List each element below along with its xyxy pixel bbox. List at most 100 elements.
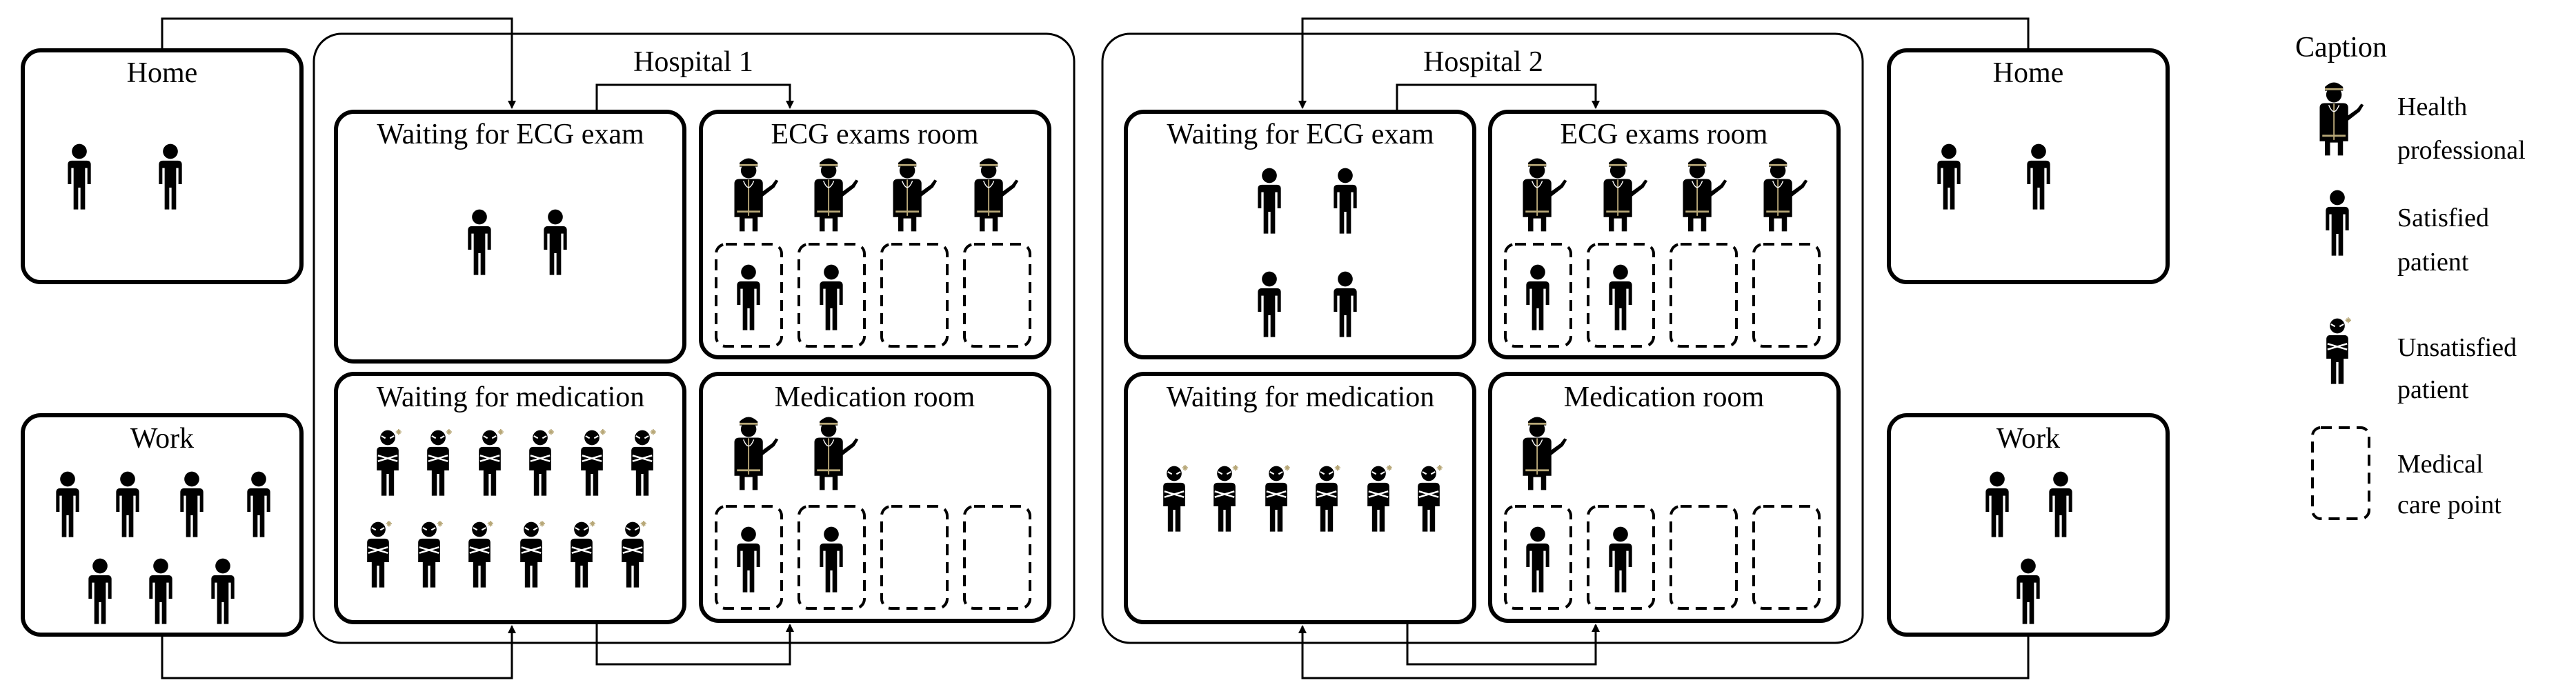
satisfied-patient-icon bbox=[2326, 190, 2349, 256]
home-left-title: Home bbox=[127, 57, 198, 89]
satisfied-patient-icon bbox=[1258, 168, 1281, 234]
satisfied-patient-icon bbox=[820, 526, 843, 593]
work-left-title: Work bbox=[130, 423, 194, 455]
satisfied-patient-icon bbox=[1526, 264, 1549, 330]
unsatisfied-patient-icon bbox=[477, 428, 505, 497]
satisfied-patient-icon bbox=[1334, 271, 1357, 337]
unsatisfied-patient-icon bbox=[1366, 464, 1394, 533]
caption-unsatisfied-line1: Unsatisfied bbox=[2397, 333, 2517, 362]
caption-unsatisfied-line2: patient bbox=[2397, 375, 2469, 404]
satisfied-patient-icon bbox=[211, 558, 235, 624]
health-professional-icon bbox=[813, 157, 860, 232]
unsatisfied-patient-icon bbox=[467, 519, 495, 589]
satisfied-patient-icon bbox=[56, 471, 79, 537]
hospital-2-med-room-title: Medication room bbox=[1564, 381, 1765, 413]
satisfied-patient-icon bbox=[68, 143, 91, 210]
hospital-1: Hospital 1 Waiting for ECG exam ECG exam… bbox=[313, 32, 1076, 644]
satisfied-patient-icon bbox=[149, 558, 172, 624]
flow-arrows bbox=[161, 17, 2030, 679]
arrow-home-to-waiting-ecg-2 bbox=[1298, 17, 2030, 109]
unsatisfied-patient-icon bbox=[1162, 464, 1189, 533]
hospital-2-medication-room: Medication room bbox=[1488, 372, 1841, 623]
unsatisfied-patient-icon bbox=[620, 519, 648, 589]
medical-care-point-icon bbox=[1670, 243, 1738, 348]
caption-satisfied-line2: patient bbox=[2397, 248, 2469, 277]
medical-care-point-icon bbox=[1670, 505, 1738, 610]
arrow-waiting-ecg-to-ecg-room-2 bbox=[1396, 83, 1600, 112]
caption-health-line1: Health bbox=[2397, 92, 2467, 121]
work-right-box: Work bbox=[1887, 413, 2170, 637]
arrow-waiting-med-to-med-room-2 bbox=[1406, 622, 1600, 666]
medical-care-point-icon bbox=[963, 505, 1031, 610]
unsatisfied-patient-icon bbox=[579, 428, 607, 497]
health-professional-icon bbox=[2319, 81, 2365, 157]
hospital-1-ecg-exams-room: ECG exams room bbox=[699, 110, 1051, 359]
unsatisfied-patient-icon bbox=[528, 428, 555, 497]
medical-care-point-icon bbox=[715, 505, 783, 610]
medical-care-point-icon bbox=[797, 505, 866, 610]
unsatisfied-patient-icon bbox=[1212, 464, 1240, 533]
unsatisfied-patient-icon bbox=[519, 519, 546, 589]
caption-title: Caption bbox=[2295, 32, 2387, 63]
hospital-2-waiting-med-title: Waiting for medication bbox=[1167, 381, 1435, 413]
unsatisfied-patient-icon bbox=[417, 519, 444, 589]
home-right-box: Home bbox=[1887, 48, 2170, 284]
unsatisfied-patient-icon bbox=[569, 519, 597, 589]
satisfied-patient-icon bbox=[468, 209, 491, 275]
health-professional-icon bbox=[733, 157, 780, 232]
hospital-2: Hospital 2 Waiting for ECG exam ECG exam… bbox=[1101, 32, 1864, 644]
medical-care-point-icon bbox=[715, 243, 783, 348]
hospital-1-med-room-title: Medication room bbox=[775, 381, 975, 413]
satisfied-patient-icon bbox=[1258, 271, 1281, 337]
hospital-2-title: Hospital 2 bbox=[1423, 46, 1543, 78]
caption-satisfied-line1: Satisfied bbox=[2397, 203, 2489, 232]
home-left-box: Home bbox=[21, 48, 304, 284]
satisfied-patient-icon bbox=[820, 264, 843, 330]
unsatisfied-patient-icon bbox=[630, 428, 657, 497]
work-left-box: Work bbox=[21, 413, 304, 637]
hospital-2-waiting-medication-room: Waiting for medication bbox=[1124, 372, 1476, 624]
health-professional-icon bbox=[1522, 416, 1568, 491]
hospital-1-waiting-med-title: Waiting for medication bbox=[377, 381, 645, 413]
health-professional-icon bbox=[1522, 157, 1568, 232]
satisfied-patient-icon bbox=[737, 526, 760, 593]
satisfied-patient-icon bbox=[88, 558, 112, 624]
unsatisfied-patient-icon bbox=[375, 428, 403, 497]
satisfied-patient-icon bbox=[159, 143, 182, 210]
medical-care-point-icon bbox=[880, 505, 949, 610]
satisfied-patient-icon bbox=[2017, 558, 2040, 624]
satisfied-patient-icon bbox=[247, 471, 270, 537]
unsatisfied-patient-icon bbox=[366, 519, 393, 589]
health-professional-icon bbox=[973, 157, 1020, 232]
health-professional-icon bbox=[813, 416, 860, 491]
satisfied-patient-icon bbox=[1985, 471, 2009, 537]
medical-care-point-icon bbox=[2311, 426, 2370, 520]
caption-care-point-line2: care point bbox=[2397, 490, 2501, 519]
health-professional-icon bbox=[1603, 157, 1649, 232]
hospital-2-waiting-ecg-title: Waiting for ECG exam bbox=[1167, 119, 1434, 150]
satisfied-patient-icon bbox=[2027, 143, 2050, 210]
medical-care-point-icon bbox=[1587, 505, 1655, 610]
arrow-waiting-ecg-to-ecg-room-1 bbox=[595, 83, 794, 112]
unsatisfied-patient-icon bbox=[1264, 464, 1291, 533]
medical-care-point-icon bbox=[1504, 243, 1572, 348]
satisfied-patient-icon bbox=[544, 209, 567, 275]
arrow-home-to-waiting-ecg-1 bbox=[161, 17, 516, 109]
hospital-1-ecg-room-title: ECG exams room bbox=[771, 119, 979, 150]
medical-care-point-icon bbox=[963, 243, 1031, 348]
unsatisfied-patient-icon bbox=[1314, 464, 1342, 533]
medical-care-point-icon bbox=[1587, 243, 1655, 348]
satisfied-patient-icon bbox=[1609, 264, 1632, 330]
health-professional-icon bbox=[733, 416, 780, 491]
medical-care-point-icon bbox=[797, 243, 866, 348]
medical-care-point-icon bbox=[1752, 243, 1821, 348]
unsatisfied-patient-icon bbox=[426, 428, 453, 497]
home-right-title: Home bbox=[1993, 57, 2064, 89]
work-right-title: Work bbox=[1997, 423, 2060, 455]
satisfied-patient-icon bbox=[116, 471, 139, 537]
hospital-1-waiting-ecg-room: Waiting for ECG exam bbox=[334, 110, 686, 364]
medical-care-point-icon bbox=[1752, 505, 1821, 610]
satisfied-patient-icon bbox=[180, 471, 204, 537]
hospital-1-medication-room: Medication room bbox=[699, 372, 1051, 623]
arrow-waiting-med-to-med-room-1 bbox=[595, 622, 794, 666]
